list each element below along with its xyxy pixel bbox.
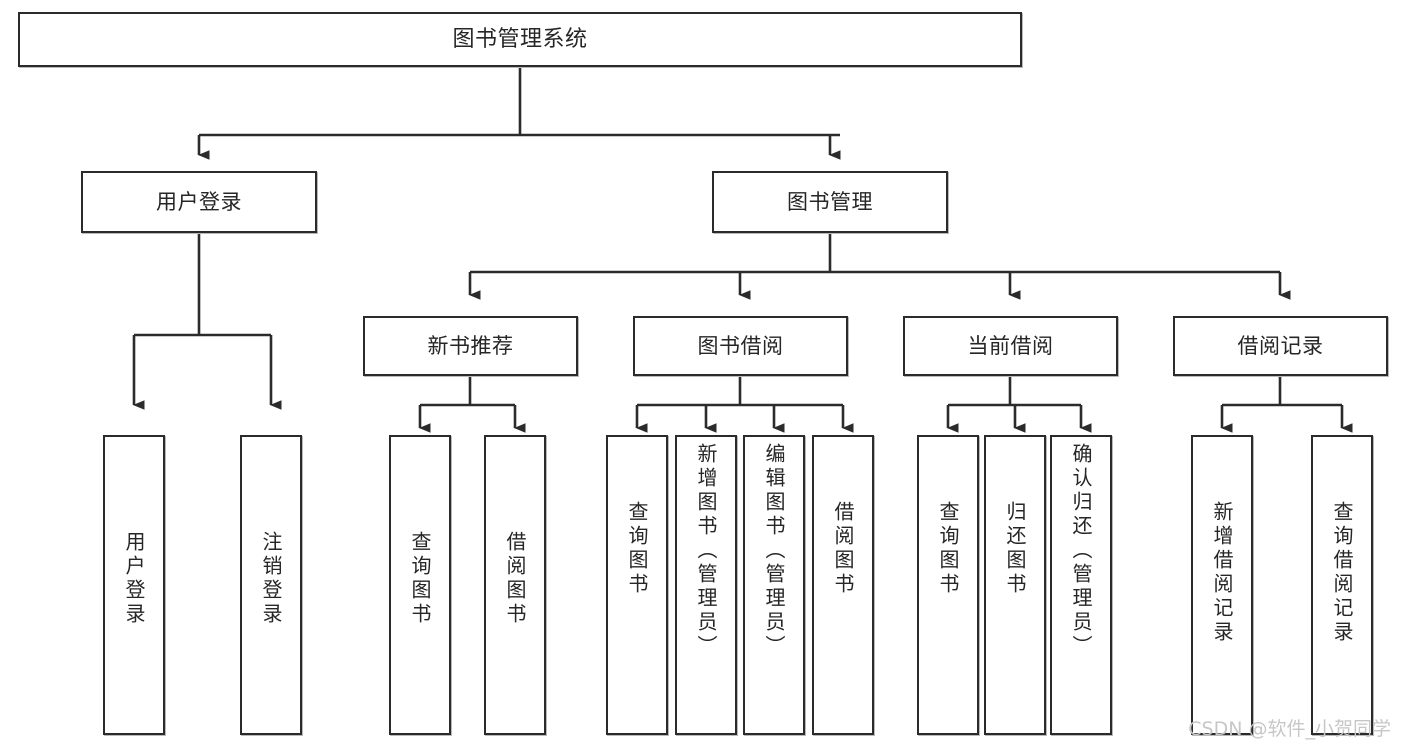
node-label: 借阅记录 [1237,333,1324,358]
node-label: 归还图书 [1003,501,1027,597]
node-leaf-recommend-borrow-book[interactable]: 借阅图书 [484,435,546,735]
node-leaf-borrow-edit-book[interactable]: 编辑图书（管理员） [743,435,805,735]
node-label: 新增图书（管理员） [694,443,718,659]
node-label: 图书借阅 [697,333,784,358]
node-leaf-borrow-query-book[interactable]: 查询图书 [606,435,668,735]
node-label: 借阅图书 [831,501,855,597]
node-leaf-user-logout[interactable]: 注销登录 [240,435,302,735]
node-borrow-record[interactable]: 借阅记录 [1173,316,1388,376]
node-label: 查询图书 [408,531,432,627]
node-current-borrow[interactable]: 当前借阅 [903,316,1118,376]
node-leaf-current-confirm-return[interactable]: 确认归还（管理员） [1050,435,1112,735]
node-label: 新书推荐 [427,333,514,358]
node-leaf-current-return-book[interactable]: 归还图书 [984,435,1046,735]
node-new-book-recommend[interactable]: 新书推荐 [363,316,578,376]
node-label: 查询图书 [625,501,649,597]
node-label: 用户登录 [122,531,146,627]
node-leaf-borrow-add-book[interactable]: 新增图书（管理员） [675,435,737,735]
node-label: 用户登录 [156,189,242,214]
node-label: 当前借阅 [967,333,1054,358]
csdn-watermark: CSDN @软件_小贺同学 [1188,718,1391,740]
node-label: 编辑图书（管理员） [762,443,786,659]
node-label: 借阅图书 [503,531,527,627]
node-root-system[interactable]: 图书管理系统 [18,12,1022,67]
node-label: 图书管理 [787,189,873,214]
node-leaf-recommend-query-book[interactable]: 查询图书 [389,435,451,735]
node-label: 新增借阅记录 [1210,501,1234,645]
node-leaf-record-query[interactable]: 查询借阅记录 [1311,435,1373,735]
node-book-borrow[interactable]: 图书借阅 [633,316,848,376]
node-user-login[interactable]: 用户登录 [81,171,317,233]
node-leaf-current-query-book[interactable]: 查询图书 [917,435,979,735]
node-label: 注销登录 [259,531,283,627]
node-leaf-user-login[interactable]: 用户登录 [103,435,165,735]
node-leaf-record-add[interactable]: 新增借阅记录 [1191,435,1253,735]
node-label: 查询图书 [936,501,960,597]
node-label: 图书管理系统 [452,26,588,52]
node-book-manage[interactable]: 图书管理 [712,171,948,233]
node-label: 确认归还（管理员） [1069,443,1093,659]
node-leaf-borrow-borrow-book[interactable]: 借阅图书 [812,435,874,735]
node-label: 查询借阅记录 [1330,501,1354,645]
